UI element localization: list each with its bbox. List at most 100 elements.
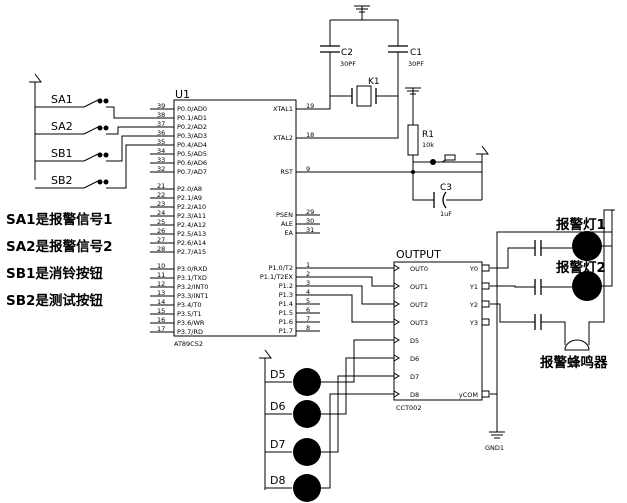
chip-input-label: OUT0: [410, 265, 428, 273]
buzzer-return-wire: [588, 209, 615, 345]
mcu-pin-number: 26: [157, 227, 165, 235]
relay-contact-2: [534, 279, 542, 295]
chip-input-label: OUT1: [410, 283, 428, 291]
mcu-pin-name: P0.6/AD6: [177, 159, 207, 167]
switch-right-wire: [106, 106, 150, 119]
chip-output-pin: [481, 318, 490, 326]
mcu-body: [173, 99, 297, 337]
mcu-pin-name: P2.2/A10: [177, 203, 206, 211]
alarm-buzzer: [564, 339, 590, 351]
chip-input-label: OUT2: [410, 301, 428, 309]
mcu-pin-name: P1.5: [279, 309, 293, 317]
mcu-pin-number: 23: [157, 200, 165, 208]
mcu-pin-number: 8: [306, 324, 310, 332]
mcu-pin-name: RST: [280, 168, 293, 176]
switch-contact-dot: [103, 179, 109, 185]
capacitor-c1-symbol: [388, 45, 408, 53]
c3-plate-b: [442, 191, 447, 209]
r1-ground-symbol: [405, 87, 421, 125]
mcu-pin-name: P0.0/AD0: [177, 105, 207, 113]
switch-contact-dot: [97, 98, 103, 104]
mcu-pin-number: 5: [306, 297, 310, 305]
c3-value: 1uF: [440, 210, 452, 218]
mcu-pin-name: P0.3/AD3: [177, 132, 207, 140]
c1-ref: C1: [410, 48, 422, 58]
switch-vcc-arrow: [29, 73, 42, 180]
mcu-pin-name: P0.1/AD1: [177, 114, 207, 122]
chip-output-label: Y1: [469, 283, 478, 291]
alarm-lamp-2: [572, 271, 602, 301]
led-chip-wire: [321, 357, 385, 415]
mcu-right-pins: 19XTAL118XTAL29RST29PSEN30ALE31EA1P1.0/T…: [260, 102, 320, 335]
mcu-pin-name: P3.6/WR: [177, 319, 205, 327]
led-label: D6: [270, 400, 285, 413]
c1-value: 30PF: [408, 60, 424, 68]
chip-input-arrow: [393, 354, 400, 362]
mcu-pin-number: 14: [157, 298, 165, 306]
led-indicator: [293, 368, 321, 396]
resistor-r1: [407, 124, 419, 156]
mcu-pin-name: ALE: [281, 220, 293, 228]
mcu-pin-name: P1.6: [279, 318, 293, 326]
legend-item: SB2是测试按钮: [6, 292, 103, 309]
chip-input-label: D7: [410, 373, 419, 381]
led-chip-wire: [321, 393, 385, 489]
chip-output-pin: [481, 300, 490, 308]
led-label: D8: [270, 474, 285, 487]
mcu-pin-name: XTAL1: [273, 105, 293, 113]
crystal-k1-body: [356, 85, 372, 107]
relay-contact-1: [534, 240, 542, 256]
mcu-pin-name: P1.4: [279, 300, 293, 308]
mcu-pin-name: P2.5/A13: [177, 230, 206, 238]
mcu-pin-name: P3.7/RD: [177, 328, 203, 336]
c3-ref: C3: [440, 183, 452, 193]
wire-p11-out1: [320, 276, 385, 287]
legend-item: SA1是报警信号1: [6, 211, 112, 228]
mcu-ref: U1: [175, 88, 190, 101]
chip-output-pin: [481, 390, 490, 398]
crystal-plates: [351, 88, 377, 104]
output-chip-body: [393, 261, 483, 401]
mcu-pin-number: 1: [306, 261, 310, 269]
switch-label: SA1: [51, 93, 73, 106]
mcu-pin-number: 18: [306, 131, 314, 139]
reset-vcc-arrow: [476, 145, 489, 200]
mcu-pin-name: XTAL2: [273, 134, 293, 142]
switch-label: SB2: [51, 174, 73, 187]
switch-contact-dot: [103, 125, 109, 131]
mcu-pin-number: 4: [306, 288, 310, 296]
xtal1-wire: [296, 96, 331, 110]
chip-output-label: yCOM: [459, 391, 478, 399]
chip-output-pin: [481, 264, 490, 272]
output-chip-title: OUTPUT: [396, 248, 441, 261]
led-indicator: [293, 438, 321, 466]
mcu-pin-number: 29: [306, 208, 314, 216]
switch-label: SA2: [51, 120, 73, 133]
mcu-pin-name: P3.3/INT1: [177, 292, 208, 300]
switch-lever: [83, 98, 101, 108]
k1-ref: K1: [368, 77, 380, 87]
r1-ref: R1: [422, 130, 434, 140]
chip-input-label: D6: [410, 355, 419, 363]
mcu-pin-name: P0.7/AD7: [177, 168, 207, 176]
chip-input-arrow: [393, 300, 400, 308]
chip-input-label: D5: [410, 337, 419, 345]
switch-contact-dot: [103, 152, 109, 158]
mcu-pin-number: 12: [157, 280, 165, 288]
mcu-pin-number: 35: [157, 138, 165, 146]
chip-input-arrow: [393, 318, 400, 326]
mcu-pin-number: 31: [306, 226, 314, 234]
switch-contact-dot: [97, 179, 103, 185]
wire-y2-buzzer: [490, 303, 535, 323]
mcu-pin-number: 28: [157, 245, 165, 253]
chip-input-arrow: [393, 372, 400, 380]
mcu-pin-number: 17: [157, 325, 165, 333]
gnd1-label: GND1: [485, 444, 504, 452]
lamp1-label: 报警灯1: [556, 216, 606, 233]
chip-output-label: Y0: [469, 265, 478, 273]
